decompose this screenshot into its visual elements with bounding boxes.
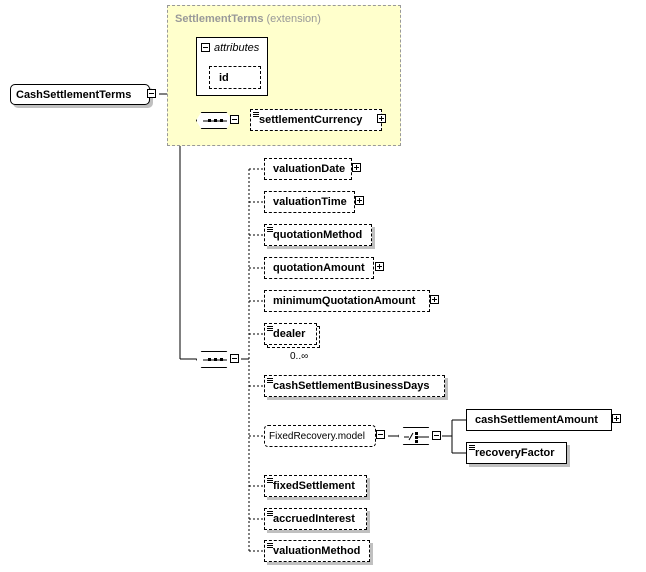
extension-kind: (extension): [266, 13, 321, 25]
valuation-date-expand-button[interactable]: [352, 163, 361, 172]
element-settlement-currency[interactable]: settlementCurrency: [250, 109, 382, 131]
documentation-icon: [267, 543, 273, 548]
element-recovery-factor-label: recoveryFactor: [475, 447, 555, 459]
extension-sequence-collapse-button[interactable]: [230, 115, 239, 124]
element-settlement-currency-label: settlementCurrency: [259, 114, 363, 126]
documentation-icon: [469, 445, 475, 450]
root-element[interactable]: CashSettlementTerms: [10, 84, 150, 105]
group-fixed-recovery-model[interactable]: FixedRecovery.model: [264, 425, 376, 447]
fixed-recovery-model-collapse-button[interactable]: [376, 430, 385, 439]
plus-icon: [354, 165, 359, 170]
element-minimum-quotation-amount[interactable]: minimumQuotationAmount: [264, 290, 430, 312]
settlement-currency-expand-button[interactable]: [377, 114, 386, 123]
documentation-icon: [267, 511, 273, 516]
element-quotation-method[interactable]: quotationMethod: [264, 224, 372, 246]
documentation-icon: [267, 378, 273, 383]
element-valuation-date[interactable]: valuationDate: [264, 158, 352, 180]
element-valuation-method[interactable]: valuationMethod: [264, 540, 370, 562]
element-cash-settlement-amount-label: cashSettlementAmount: [475, 414, 598, 426]
attributes-box: attributes id: [196, 37, 268, 96]
element-minimum-quotation-amount-label: minimumQuotationAmount: [273, 295, 416, 307]
element-quotation-amount[interactable]: quotationAmount: [264, 257, 374, 279]
model-sequence-compositor: [398, 427, 434, 445]
extension-type-name: SettlementTerms: [175, 13, 264, 25]
plus-icon: [377, 264, 382, 269]
root-element-label: CashSettlementTerms: [16, 88, 132, 101]
root-collapse-button[interactable]: [147, 89, 156, 98]
model-sequence-collapse-button[interactable]: [432, 431, 441, 440]
documentation-icon: [267, 478, 273, 483]
quotation-amount-expand-button[interactable]: [375, 262, 384, 271]
main-sequence-collapse-button[interactable]: [230, 354, 239, 363]
element-valuation-time-label: valuationTime: [273, 196, 347, 208]
extension-sequence-compositor: [196, 112, 232, 129]
element-cash-settlement-business-days-label: cashSettlementBusinessDays: [273, 380, 430, 392]
plus-icon: [432, 297, 437, 302]
extension-title: SettlementTerms (extension): [175, 13, 321, 25]
plus-icon: [357, 198, 362, 203]
element-fixed-settlement-label: fixedSettlement: [273, 480, 355, 492]
dealer-occurrence: 0..∞: [290, 351, 309, 362]
valuation-time-expand-button[interactable]: [355, 196, 364, 205]
element-valuation-date-label: valuationDate: [273, 163, 346, 175]
attribute-id[interactable]: id: [209, 66, 261, 89]
element-quotation-amount-label: quotationAmount: [273, 262, 365, 274]
minus-icon: [232, 119, 237, 120]
cash-settlement-amount-expand-button[interactable]: [612, 414, 621, 423]
sequence-optional-icon: [404, 432, 429, 443]
group-fixed-recovery-model-label: FixedRecovery.model: [269, 430, 365, 442]
element-fixed-settlement[interactable]: fixedSettlement: [264, 475, 367, 497]
element-quotation-method-label: quotationMethod: [273, 229, 363, 241]
minimum-quotation-amount-expand-button[interactable]: [430, 295, 439, 304]
documentation-icon: [267, 227, 273, 232]
element-accrued-interest-label: accruedInterest: [273, 513, 355, 525]
documentation-icon: [253, 112, 259, 117]
sequence-icon: [203, 119, 227, 122]
element-dealer[interactable]: dealer: [264, 323, 317, 345]
attributes-label: attributes: [214, 42, 260, 54]
minus-icon: [149, 93, 154, 94]
element-valuation-time[interactable]: valuationTime: [264, 191, 355, 213]
sequence-icon: [203, 358, 227, 361]
element-accrued-interest[interactable]: accruedInterest: [264, 508, 367, 530]
element-cash-settlement-business-days[interactable]: cashSettlementBusinessDays: [264, 375, 445, 397]
attributes-collapse-button[interactable]: [201, 43, 210, 52]
minus-icon: [378, 434, 383, 435]
element-dealer-label: dealer: [273, 328, 306, 340]
minus-icon: [203, 47, 208, 48]
plus-icon: [379, 116, 384, 121]
plus-icon: [614, 416, 619, 421]
element-recovery-factor[interactable]: recoveryFactor: [466, 442, 567, 464]
minus-icon: [434, 435, 439, 436]
element-cash-settlement-amount[interactable]: cashSettlementAmount: [466, 409, 612, 431]
documentation-icon: [267, 326, 273, 331]
minus-icon: [232, 358, 237, 359]
main-sequence-compositor: [196, 351, 232, 368]
attribute-id-label: id: [219, 71, 229, 84]
element-valuation-method-label: valuationMethod: [273, 545, 361, 557]
